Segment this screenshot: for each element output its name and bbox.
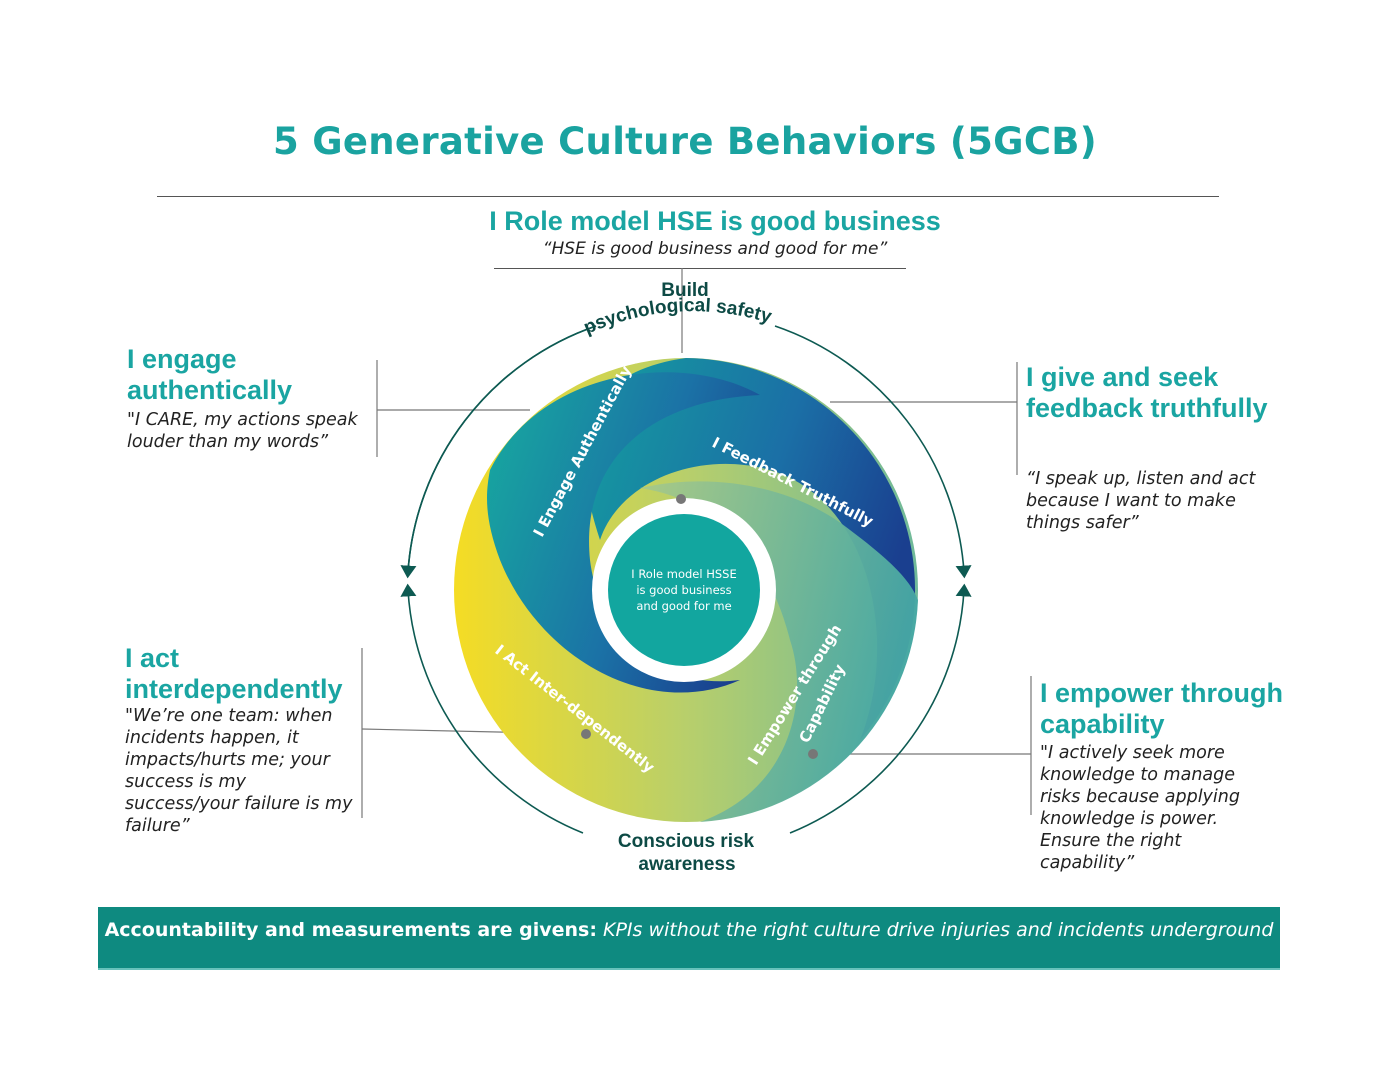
center-connector-dot — [676, 494, 686, 504]
center-circle — [608, 514, 760, 666]
top-behavior-heading: I Role model HSE is good business — [489, 206, 941, 236]
center-text-line1: I Role model HSSE — [631, 567, 736, 581]
ring-arrow-top-left — [400, 325, 597, 579]
interdependent-quote: "We’re one team: when incidents happen, … — [125, 706, 353, 836]
empower-connector-dot — [808, 749, 818, 759]
ring-arrow-top-right — [774, 325, 972, 579]
interdependent-connector-dot — [581, 729, 591, 739]
ring-label-bottom-line2: awareness — [638, 854, 735, 875]
swirl-segment-engage — [487, 372, 760, 693]
interdependent-heading: I act interdependently — [125, 643, 343, 704]
engage-heading: I engage authentically — [127, 344, 293, 405]
center-text-line3: and good for me — [636, 599, 731, 613]
empower-quote: "I actively seek more knowledge to manag… — [1040, 743, 1240, 873]
title-divider — [157, 196, 1219, 197]
top-behavior-quote: “HSE is good business and good for me” — [542, 239, 888, 259]
ring-label-top-line1: Build — [661, 280, 709, 301]
page-title: 5 Generative Culture Behaviors (5GCB) — [273, 120, 1097, 163]
footer-bold-text: Accountability and measurements are give… — [104, 919, 597, 941]
swirl-segment-empower — [640, 481, 918, 822]
engage-quote: "I CARE, my actions speak louder than my… — [127, 410, 358, 452]
footer-italic-text: KPIs without the right culture drive inj… — [602, 919, 1274, 941]
swirl-segment-feedback — [584, 358, 916, 740]
top-divider — [494, 268, 906, 269]
ring-label-bottom-line1: Conscious risk — [618, 831, 755, 852]
ring-label-top-line2: psychological safety — [581, 295, 775, 339]
feedback-quote: “I speak up, listen and act because I wa… — [1026, 469, 1256, 533]
footer-banner: Accountability and measurements are give… — [98, 907, 1280, 970]
empower-heading: I empower through capability — [1040, 678, 1283, 739]
center-text-line2: is good business — [636, 583, 731, 597]
ring-arrow-bottom-left — [400, 583, 584, 834]
ring-arrow-bottom-right — [789, 583, 972, 834]
feedback-heading: I give and seek feedback truthfully — [1026, 362, 1268, 423]
